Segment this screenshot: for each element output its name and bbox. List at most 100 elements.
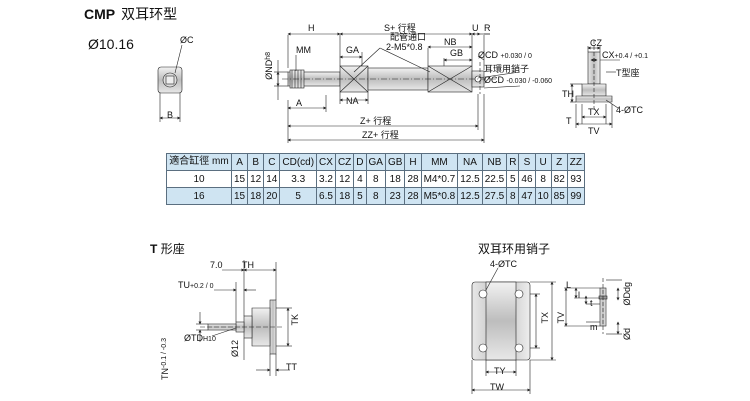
- label-mm: MM: [296, 45, 311, 55]
- table-cell: 16: [166, 187, 232, 205]
- table-cell: 10: [166, 170, 232, 188]
- label-tw: TW: [490, 382, 504, 392]
- table-header-cell: GB: [384, 153, 406, 171]
- table-header-cell: R: [506, 153, 520, 171]
- label-pin: 耳環用銷子: [484, 64, 530, 74]
- table-header-row: 適合缸徑 mm A B C CD(cd) CX CZ D GA GB H MM …: [166, 153, 586, 171]
- label-dg: ØDdg: [622, 282, 632, 306]
- label-th-small: TH: [562, 89, 574, 99]
- t-bracket-letter: T: [150, 242, 158, 256]
- label-cz: CZ: [590, 38, 602, 48]
- label-tx-small: TX: [588, 107, 600, 117]
- label-na: NA: [346, 96, 359, 106]
- label-ty: TY: [494, 366, 506, 376]
- table-cell: 5: [353, 187, 367, 205]
- table-cell: 85: [550, 187, 568, 205]
- label-cd-tol: +0.030 / 0: [500, 53, 532, 60]
- label-cd2-tol: -0.030 / -0.060: [506, 78, 553, 85]
- label-tt: TT: [286, 362, 297, 372]
- label-pipe-port: 配管通口: [390, 32, 427, 42]
- spec-table: 適合缸徑 mm A B C CD(cd) CX CZ D GA GB H MM …: [166, 153, 586, 205]
- t-bracket-title: T 形座: [150, 240, 185, 257]
- label-cd2-text: ØCD: [484, 75, 504, 85]
- table-cell: 22.5: [481, 170, 508, 188]
- table-header-cell: CZ: [334, 153, 355, 171]
- table-cell: 18: [384, 170, 406, 188]
- table-header-cell: C: [263, 153, 281, 171]
- table-cell: 28: [404, 187, 422, 205]
- table-cell: 23: [384, 187, 406, 205]
- label-nd: ØNDh8: [264, 52, 274, 80]
- label-tu-text: TU: [178, 280, 190, 290]
- table-cell: 14: [263, 170, 281, 188]
- table-cell: 8: [365, 170, 386, 188]
- label-l-upper: L: [566, 280, 572, 290]
- table-cell: 18: [247, 187, 265, 205]
- label-td-text: ØTD: [184, 333, 203, 343]
- table-header-cell: A: [230, 153, 249, 171]
- cylinder-side-view: [274, 32, 521, 143]
- table-cell: 82: [550, 170, 568, 188]
- label-ga: GA: [346, 45, 360, 55]
- label-t-small: T: [566, 116, 572, 126]
- table-header-cell: H: [404, 153, 422, 171]
- label-tv: TV: [556, 312, 566, 324]
- label-nd-text: ØND: [264, 59, 274, 80]
- label-tc: 4-ØTC: [490, 259, 517, 269]
- t-bracket-name: 形座: [160, 242, 185, 256]
- label-tc-small: 4-ØTC: [616, 105, 643, 115]
- table-header-cell: U: [534, 153, 552, 171]
- table-header-cell: Z: [550, 153, 568, 171]
- label-td: ØTDH10: [184, 333, 216, 344]
- table-header-cell: GA: [365, 153, 386, 171]
- table-cell: 3.2: [316, 170, 336, 188]
- label-u: U: [472, 23, 479, 33]
- table-cell: 46: [518, 170, 536, 188]
- table-cell: 6.5: [316, 187, 336, 205]
- label-s-stroke: S+ 行程: [384, 23, 416, 33]
- label-nb: NB: [444, 37, 457, 47]
- table-cell: 12.5: [457, 170, 483, 188]
- table-header-cell: MM: [420, 153, 459, 171]
- label-tu: TU+0.2 / 0: [178, 280, 214, 291]
- table-cell: M4*0.7: [420, 170, 459, 188]
- table-cell: 93: [566, 170, 586, 188]
- label-l-lower: l: [578, 290, 580, 300]
- label-c: ØC: [180, 35, 194, 45]
- table-cell: 28: [404, 170, 422, 188]
- t-bracket-view: [196, 260, 292, 376]
- table-row: 10 15 12 14 3.3 3.2 12 4 8 18 28 M4*0.7 …: [166, 170, 586, 188]
- label-phi12: Ø12: [230, 340, 240, 358]
- label-cd2: ØCD -0.030 / -0.060: [484, 75, 552, 86]
- label-cd-text: ØCD: [478, 50, 498, 60]
- label-z-stroke: Z+ 行程: [360, 116, 392, 126]
- label-t-bracket: T型座: [616, 68, 640, 78]
- table-cell: 18: [334, 187, 355, 205]
- table-header-cell: S: [518, 153, 536, 171]
- pin-section-title: 双耳环用销子: [478, 242, 551, 256]
- label-m: m: [590, 322, 598, 332]
- label-cx-text: CX: [602, 50, 615, 60]
- label-pipe-port-size: 2-M5*0.8: [386, 42, 423, 52]
- bore-diameter: Ø10.16: [88, 36, 134, 52]
- label-b: B: [167, 110, 174, 120]
- table-cell: 15: [230, 170, 249, 188]
- table-cell: 10: [534, 187, 552, 205]
- table-cell: M5*0.8: [420, 187, 459, 205]
- table-cell: 4: [353, 170, 367, 188]
- table-header-cell: D: [353, 153, 367, 171]
- table-cell: 12: [334, 170, 355, 188]
- label-cx-tol: +0.4 / +0.1: [614, 53, 648, 60]
- table-cell: 8: [534, 170, 552, 188]
- table-cell: 3.3: [279, 170, 318, 188]
- label-tk: TK: [290, 314, 300, 326]
- clevis-bracket-view: [471, 267, 622, 394]
- label-r: R: [484, 23, 491, 33]
- label-tn-tol: -0.1 / -0.3: [161, 338, 168, 368]
- label-cx: CX+0.4 / +0.1: [602, 50, 648, 61]
- table-header-cell: ZZ: [566, 153, 586, 171]
- table-header-cell: B: [247, 153, 265, 171]
- end-view: [157, 44, 183, 122]
- label-tu-tol: +0.2 / 0: [190, 283, 214, 290]
